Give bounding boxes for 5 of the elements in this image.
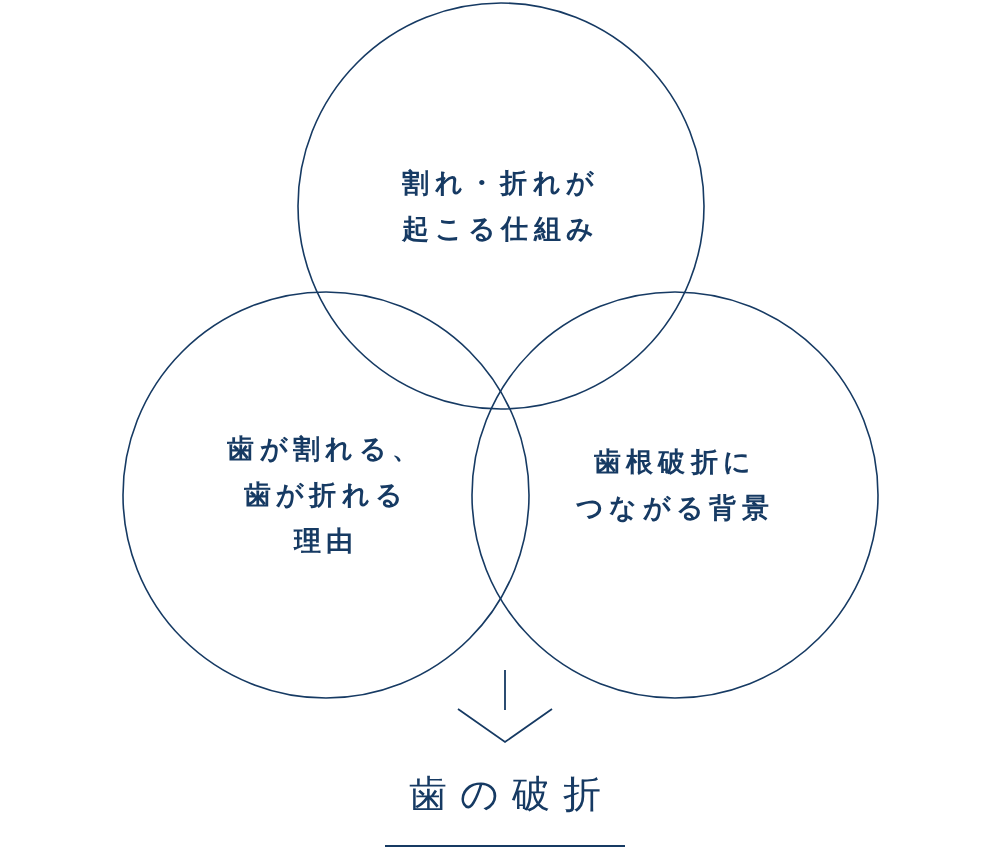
circle-label: 歯が割れる、歯が折れる理由 — [227, 432, 425, 558]
circle-label: 歯根破折につながる背景 — [575, 445, 775, 525]
underlined-result: 歯の破折 — [385, 744, 625, 847]
arrow — [457, 669, 553, 743]
circle-label: 割れ・折れが起こる仕組み — [402, 166, 600, 246]
